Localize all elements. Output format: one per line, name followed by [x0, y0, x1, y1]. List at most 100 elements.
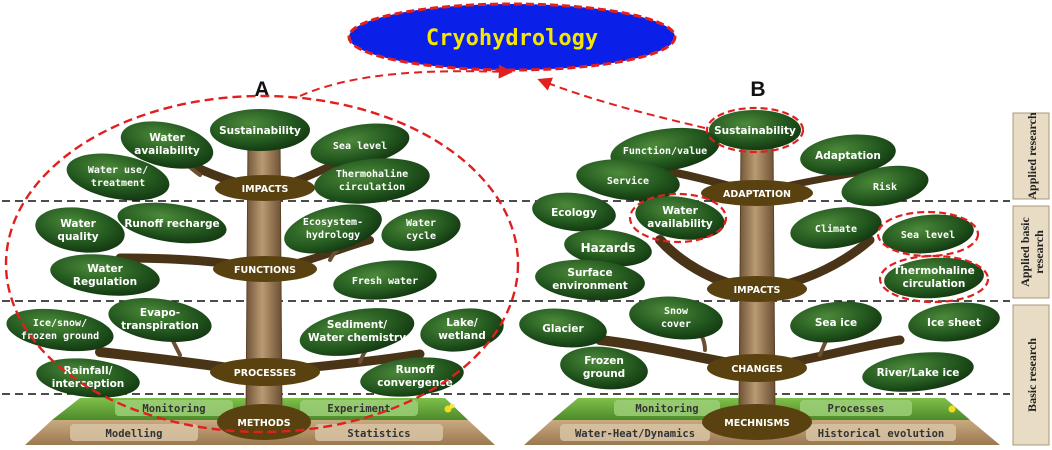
leaf-label: Regulation	[73, 276, 137, 288]
side-label-applied: Applied research	[1025, 112, 1039, 200]
node-mechnisms-label: MECHNISMS	[724, 418, 790, 429]
leaf-label: convergence	[377, 377, 453, 389]
leaf-label: Ice/snow/	[33, 318, 87, 329]
leaf-cluster-icon	[519, 308, 607, 348]
leaf-evapo-a: Evapo- transpiration	[108, 297, 212, 343]
leaf-cluster-icon	[381, 209, 461, 251]
node-impacts-b	[707, 276, 807, 302]
leaf-water-cycle-a: Water cycle	[381, 209, 461, 251]
leaf-label: availability	[134, 145, 200, 157]
leaf-label: quality	[57, 231, 98, 243]
leaf-sustainability-b: Sustainability	[709, 110, 801, 150]
leaf-function-value-b: Function/value	[610, 127, 720, 173]
leaf-cluster-icon	[314, 158, 430, 204]
ground-box-tr	[800, 400, 912, 416]
leaf-label: treatment	[91, 178, 145, 189]
leaf-label: Water	[87, 263, 123, 275]
leaf-label: Sustainability	[714, 125, 796, 137]
leaf-glacier-b: Glacier	[519, 308, 607, 348]
leaf-label: circulation	[903, 278, 966, 290]
highlight-sustainability	[705, 106, 805, 154]
leaf-cluster-icon	[299, 308, 415, 356]
leaf-label: cycle	[406, 231, 436, 242]
node-functions	[213, 256, 317, 282]
leaf-label: circulation	[339, 181, 405, 193]
ground-label-processes: Processes	[828, 403, 885, 415]
panel-a: A Monitoring Experiment Modelling Statis…	[4, 78, 520, 445]
leaf-label: cover	[661, 319, 691, 330]
leaf-hazards-b: Hazards	[564, 229, 652, 267]
highlight-water-availability	[628, 192, 728, 244]
leaf-label: Climate	[815, 223, 857, 235]
leaf-cluster-icon	[535, 259, 645, 301]
node-methods-label: METHODS	[237, 418, 290, 429]
ground-box-br	[806, 424, 956, 441]
leaf-label: Sustainability	[219, 125, 301, 137]
leaf-sea-level-a: Sea level	[310, 123, 410, 167]
leaf-cluster-icon	[210, 109, 310, 151]
flower-icon	[948, 405, 956, 413]
side-box-basic	[1012, 304, 1050, 446]
node-mechnisms	[702, 404, 812, 440]
leaf-surface-b: Surface environment	[535, 259, 645, 301]
leaf-cluster-icon	[790, 207, 882, 249]
leaf-label: Water	[149, 132, 185, 144]
leaf-snow-cover-b: Snow cover	[629, 296, 723, 340]
leaf-sea-ice-b: Sea ice	[790, 301, 882, 343]
ground-label-water-heat: Water-Heat/Dynamics	[575, 428, 695, 440]
leaf-river-lake-b: River/Lake ice	[862, 352, 974, 392]
node-adaptation-label: ADAPTATION	[723, 189, 791, 200]
node-impacts-b-label: IMPACTS	[734, 285, 781, 296]
leaf-label: Runoff	[396, 364, 435, 376]
leaf-cluster-icon	[120, 121, 214, 169]
flower-icon	[449, 403, 455, 409]
ground-label-experiment: Experiment	[327, 403, 390, 415]
ground-box-bl	[70, 424, 198, 441]
leaf-cluster-icon	[576, 159, 680, 201]
side-label-basic: Basic research	[1025, 338, 1039, 412]
leaf-label: Lake/	[446, 317, 478, 329]
leaf-label: River/Lake ice	[877, 367, 960, 379]
node-processes	[210, 358, 320, 386]
panel-b-letter: B	[750, 78, 765, 101]
leaf-label: Ecology	[551, 207, 597, 219]
ground-label-statistics: Statistics	[347, 428, 410, 440]
leaf-label: ground	[583, 368, 625, 380]
leaf-adaptation-b: Adaptation	[800, 134, 896, 176]
leaf-label: Water	[662, 205, 698, 217]
side-box-applied-basic	[1012, 205, 1050, 299]
leaf-cluster-icon	[800, 134, 896, 176]
node-impacts	[215, 175, 315, 201]
panel-b-leaves: Sustainability Function/value Adaptation…	[519, 110, 1000, 392]
leaf-label: Sea level	[333, 141, 387, 152]
leaf-water-availability-a: Water availability	[120, 121, 214, 169]
node-adaptation	[701, 180, 813, 206]
leaf-label: frozen ground	[21, 331, 99, 342]
leaf-fresh-water-a: Fresh water	[333, 260, 437, 300]
leaf-water-quality-a: Water quality	[35, 207, 125, 253]
leaf-cluster-icon	[610, 127, 720, 173]
leaf-runoff-recharge-a: Runoff recharge	[117, 202, 227, 244]
leaf-cluster-icon	[117, 202, 227, 244]
leaf-cluster-icon	[284, 204, 382, 254]
leaf-label: Surface	[567, 267, 612, 279]
ground-box-tr	[300, 400, 418, 416]
leaf-cluster-icon	[420, 308, 504, 352]
leaf-ecology-b: Ecology	[532, 192, 616, 232]
ground-label-historical: Historical evolution	[818, 428, 944, 440]
leaf-label: Glacier	[542, 323, 584, 335]
leaf-cluster-icon	[629, 296, 723, 340]
leaf-risk-b: Risk	[841, 165, 929, 207]
leaf-cluster-icon	[310, 123, 410, 167]
ground-label-monitoring: Monitoring	[142, 403, 205, 415]
panel-b: B Monitoring Processes Water-Heat/Dynami…	[519, 78, 1000, 445]
ground-label-modelling: Modelling	[106, 428, 163, 440]
leaf-cluster-icon	[841, 165, 929, 207]
title-group: Cryohydrology	[347, 2, 677, 72]
leaf-water-use-a: Water use/ treatment	[66, 153, 170, 201]
leaf-thermohaline-a: Thermohaline circulation	[314, 158, 430, 204]
leaf-cluster-icon	[35, 207, 125, 253]
node-changes-label: CHANGES	[731, 364, 783, 375]
leaf-label: Thermohaline	[336, 168, 408, 180]
